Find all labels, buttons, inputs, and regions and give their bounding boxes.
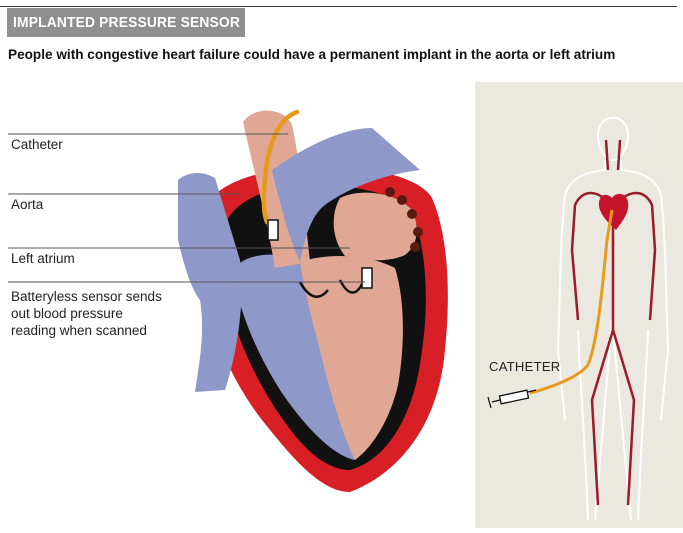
sensor-line-3: reading when scanned xyxy=(11,322,162,339)
label-aorta: Aorta xyxy=(11,197,43,212)
sensor-line-1: Batteryless sensor sends xyxy=(11,288,162,305)
label-left-atrium: Left atrium xyxy=(11,251,75,266)
label-catheter-body: CATHETER xyxy=(489,359,561,374)
sensor-aorta xyxy=(268,220,278,240)
heart-diagram xyxy=(178,111,448,492)
label-catheter: Catheter xyxy=(11,137,63,152)
sensor-left-atrium xyxy=(362,268,372,288)
sensor-line-2: out blood pressure xyxy=(11,305,162,322)
label-sensor-description: Batteryless sensor sends out blood press… xyxy=(11,288,162,339)
